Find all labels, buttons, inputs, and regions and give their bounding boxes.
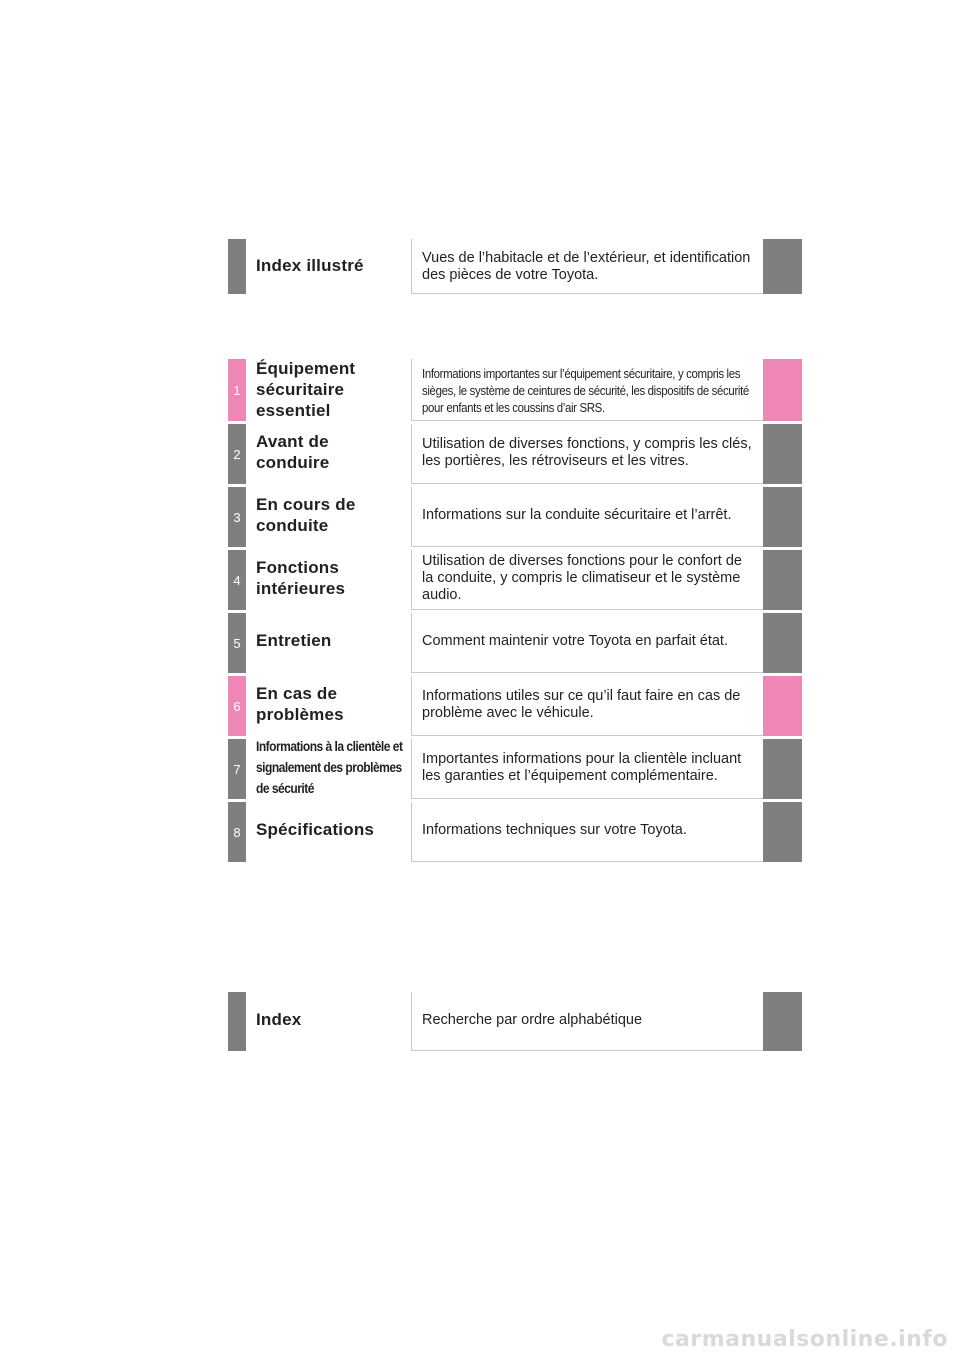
section-number-tab: 8: [228, 802, 246, 862]
section-description: Vues de l’habitacle et de l’extérieur, e…: [422, 250, 751, 283]
watermark: carmanualsonline.info: [661, 1327, 948, 1352]
section-number-tab: 2: [228, 424, 246, 484]
section-tab: [228, 239, 246, 294]
section-title: En cas de problèmes: [256, 684, 344, 724]
toc-row-index[interactable]: Index Recherche par ordre alphabétique: [228, 992, 802, 1051]
section-description: Recherche par ordre alphabétique: [422, 1012, 643, 1028]
toc-row-section-3[interactable]: 3 En cours de conduite Informations sur …: [228, 487, 802, 547]
section-number-tab: 1: [228, 359, 246, 421]
description-box: Importantes informations pour la clientè…: [411, 739, 763, 799]
section-description: Utilisation de diverses fonctions, y com…: [422, 436, 752, 469]
toc-row-section-7[interactable]: 7 Informations à la clientèle et signale…: [228, 738, 802, 799]
section-title: Équipement sécuritaire essentiel: [256, 359, 356, 420]
toc-row-illustrated-index[interactable]: Index illustré Vues de l’habitacle et de…: [228, 239, 802, 294]
description-box: Vues de l’habitacle et de l’extérieur, e…: [411, 239, 763, 294]
section-title: Index illustré: [256, 256, 364, 275]
description-box: Informations importantes sur l’équipemen…: [411, 359, 763, 421]
section-tab-right: [763, 424, 802, 484]
section-number-tab: 7: [228, 739, 246, 799]
description-box: Utilisation de diverses fonctions pour l…: [411, 550, 763, 610]
section-title: Entretien: [256, 631, 332, 650]
section-tab-right: [763, 676, 802, 736]
toc-row-section-2[interactable]: 2 Avant de conduire Utilisation de diver…: [228, 424, 802, 484]
section-title: Fonctions intérieures: [256, 558, 346, 598]
section-description: Informations techniques sur votre Toyota…: [422, 822, 687, 838]
section-title: En cours de conduite: [256, 495, 356, 535]
section-description: Comment maintenir votre Toyota en parfai…: [422, 633, 728, 649]
section-title: Index: [256, 1010, 302, 1029]
section-tab-right: [763, 992, 802, 1051]
section-tab-right: [763, 239, 802, 294]
description-box: Informations utiles sur ce qu’il faut fa…: [411, 676, 763, 736]
toc-row-section-1[interactable]: 1 Équipement sécuritaire essentiel Infor…: [228, 359, 802, 421]
description-box: Informations techniques sur votre Toyota…: [411, 802, 763, 862]
section-description: Utilisation de diverses fonctions pour l…: [422, 553, 742, 603]
section-tab-right: [763, 487, 802, 547]
section-title: Spécifications: [256, 820, 375, 839]
section-description: Informations importantes sur l’équipemen…: [422, 366, 749, 415]
section-title: Informations à la clientèle et signaleme…: [256, 738, 403, 796]
section-tab-right: [763, 550, 802, 610]
section-tab-right: [763, 739, 802, 799]
section-number-tab: 5: [228, 613, 246, 673]
description-box: Utilisation de diverses fonctions, y com…: [411, 424, 763, 484]
toc-row-section-6[interactable]: 6 En cas de problèmes Informations utile…: [228, 676, 802, 736]
description-box: Informations sur la conduite sécuritaire…: [411, 487, 763, 547]
section-title: Avant de conduire: [256, 432, 330, 472]
toc-row-section-5[interactable]: 5 Entretien Comment maintenir votre Toyo…: [228, 613, 802, 673]
description-box: Recherche par ordre alphabétique: [411, 992, 763, 1051]
section-description: Importantes informations pour la clientè…: [422, 751, 742, 784]
section-tab: [228, 992, 246, 1051]
section-description: Informations utiles sur ce qu’il faut fa…: [422, 688, 741, 721]
section-description: Informations sur la conduite sécuritaire…: [422, 507, 732, 523]
description-box: Comment maintenir votre Toyota en parfai…: [411, 613, 763, 673]
section-number-tab: 4: [228, 550, 246, 610]
section-tab-right: [763, 359, 802, 421]
section-tab-right: [763, 613, 802, 673]
section-number-tab: 3: [228, 487, 246, 547]
toc-row-section-8[interactable]: 8 Spécifications Informations techniques…: [228, 802, 802, 862]
section-number-tab: 6: [228, 676, 246, 736]
section-tab-right: [763, 802, 802, 862]
toc-row-section-4[interactable]: 4 Fonctions intérieures Utilisation de d…: [228, 550, 802, 610]
